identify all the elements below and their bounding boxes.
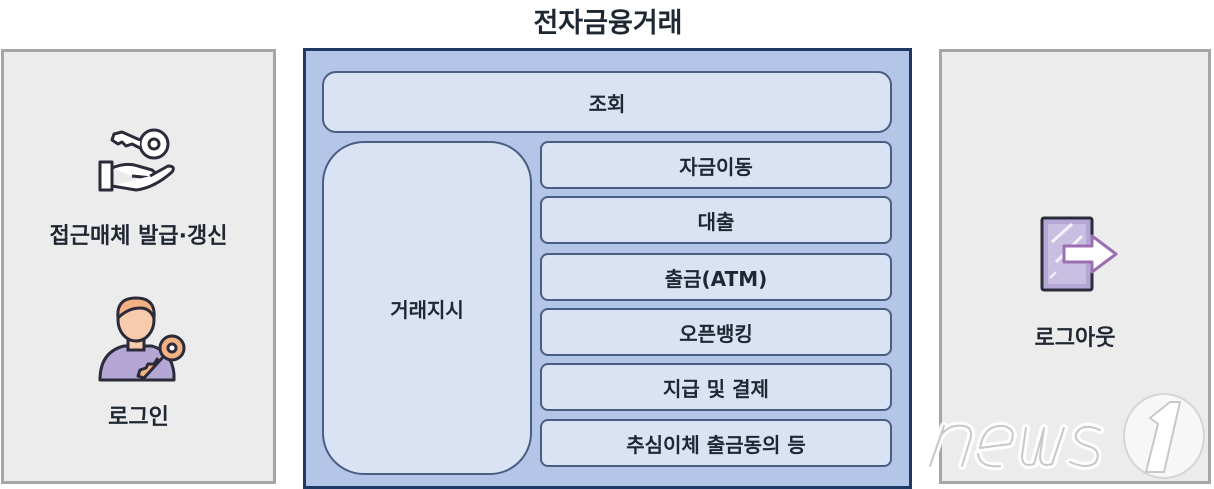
login-label: 로그인 — [108, 405, 169, 430]
inquiry-box: 조회 — [322, 71, 892, 133]
item-open-banking: 오픈뱅킹 — [540, 308, 892, 356]
transaction-instruction-box: 거래지시 — [322, 141, 532, 475]
user-key-icon — [98, 296, 186, 382]
diagram-title: 전자금융거래 — [533, 8, 683, 39]
item-payment-settlement: 지급 및 결제 — [540, 363, 892, 411]
item-atm-withdrawal: 출금(ATM) — [540, 253, 892, 301]
logout-door-icon — [1040, 216, 1118, 292]
left-panel: 접근매체 발급·갱신 로그인 — [1, 49, 276, 484]
item-loan: 대출 — [540, 196, 892, 244]
logout-label: 로그아웃 — [1034, 326, 1116, 351]
news1-watermark-logo — [926, 393, 1205, 479]
item-fund-transfer: 자금이동 — [540, 141, 892, 189]
electronic-finance-panel: 조회 거래지시 자금이동 대출 출금(ATM) 오픈뱅킹 지급 및 결제 추심이… — [303, 48, 912, 489]
issue-renew-label: 접근매체 발급·갱신 — [49, 224, 228, 249]
item-direct-debit-consent: 추심이체 출금동의 등 — [540, 419, 892, 467]
hand-key-icon — [98, 128, 175, 192]
